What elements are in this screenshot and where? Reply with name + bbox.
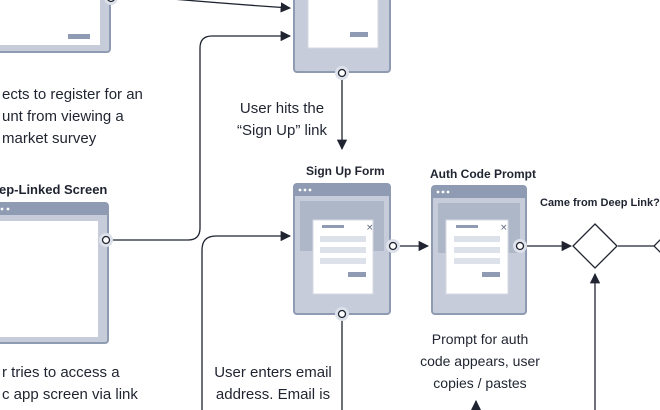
annotation-hits-signup-line-1: User hits the (239, 100, 325, 117)
annotation-register-line-2: unt from viewing a (2, 108, 124, 125)
connector-deep-link-to-signup (108, 30, 292, 241)
deep-linked-screen-frame (0, 202, 109, 344)
annotation-access-screen-line-1: r tries to access a (2, 364, 120, 381)
port-deep-link-out (99, 233, 113, 247)
decision-diamond (572, 223, 618, 269)
auth-code-prompt-frame: × (431, 185, 527, 315)
port-signup-right (386, 239, 400, 253)
sign-up-form-title: Sign Up Form (306, 164, 385, 178)
annotation-enter-email: User enters email address. Email is (206, 362, 340, 406)
annotation-prompt-auth-line-3: copies / pastes (433, 375, 527, 391)
annotation-enter-email-line-1: User enters email (214, 364, 332, 381)
annotation-register-line-3: market survey (2, 130, 97, 147)
decision-diamond-partial-right (653, 239, 660, 253)
port-signup-bottom (335, 307, 349, 321)
annotation-access-screen: r tries to access a c app screen via lin… (2, 362, 138, 406)
svg-text:×: × (366, 223, 374, 233)
auth-code-prompt-title: Auth Code Prompt (430, 167, 536, 181)
svg-text:×: × (500, 223, 508, 233)
connector-top-left (176, 0, 292, 13)
sign-up-form-frame: × (293, 183, 391, 315)
port-auth-right (513, 239, 527, 253)
port-top-left (104, 0, 118, 5)
connector-left-to-signup (201, 230, 292, 410)
annotation-prompt-auth: Prompt for auth code appears, user copie… (420, 328, 540, 394)
annotation-enter-email-line-2: address. Email is (215, 386, 331, 403)
screen-frame-top-center (293, 0, 391, 73)
annotation-prompt-auth-line-2: code appears, user (420, 353, 540, 369)
deep-linked-screen-title: ep-Linked Screen (0, 182, 108, 197)
annotation-access-screen-line-2: c app screen via link (2, 386, 138, 403)
annotation-hits-signup: User hits the “Sign Up” link (230, 98, 334, 142)
annotation-hits-signup-line-2: “Sign Up” link (236, 122, 328, 139)
decision-title: Came from Deep Link? (540, 197, 660, 209)
screen-frame-top-left (0, 0, 111, 53)
port-top-center-bottom (335, 66, 349, 80)
annotation-register-line-1: ects to register for an (2, 86, 143, 103)
annotation-register: ects to register for an unt from viewing… (2, 84, 143, 150)
annotation-prompt-auth-line-1: Prompt for auth (431, 331, 529, 347)
